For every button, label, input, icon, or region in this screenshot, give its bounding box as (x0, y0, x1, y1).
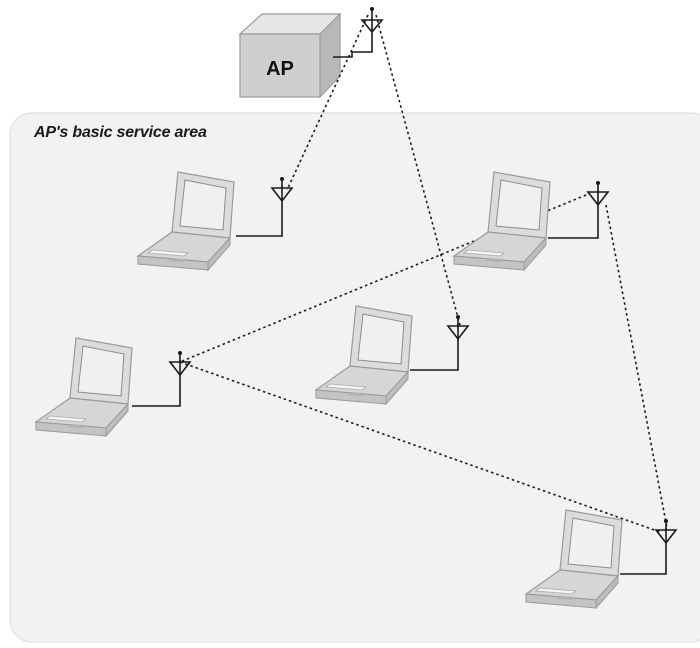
link-ap-to-station-3 (375, 14, 461, 326)
link-ap-to-station-1 (286, 14, 369, 191)
access-point-box-icon (238, 12, 342, 99)
station-3 (315, 305, 469, 405)
station-2 (453, 171, 609, 271)
access-point-label: AP (266, 58, 294, 80)
station-4 (35, 337, 191, 437)
link-station-4-to-station-5 (179, 361, 661, 533)
ap-antenna-cable (333, 28, 373, 58)
station-1 (137, 171, 293, 271)
ap-antenna-icon (360, 7, 384, 34)
service-area-label: AP's basic service area (34, 124, 207, 141)
station-5 (525, 509, 677, 609)
